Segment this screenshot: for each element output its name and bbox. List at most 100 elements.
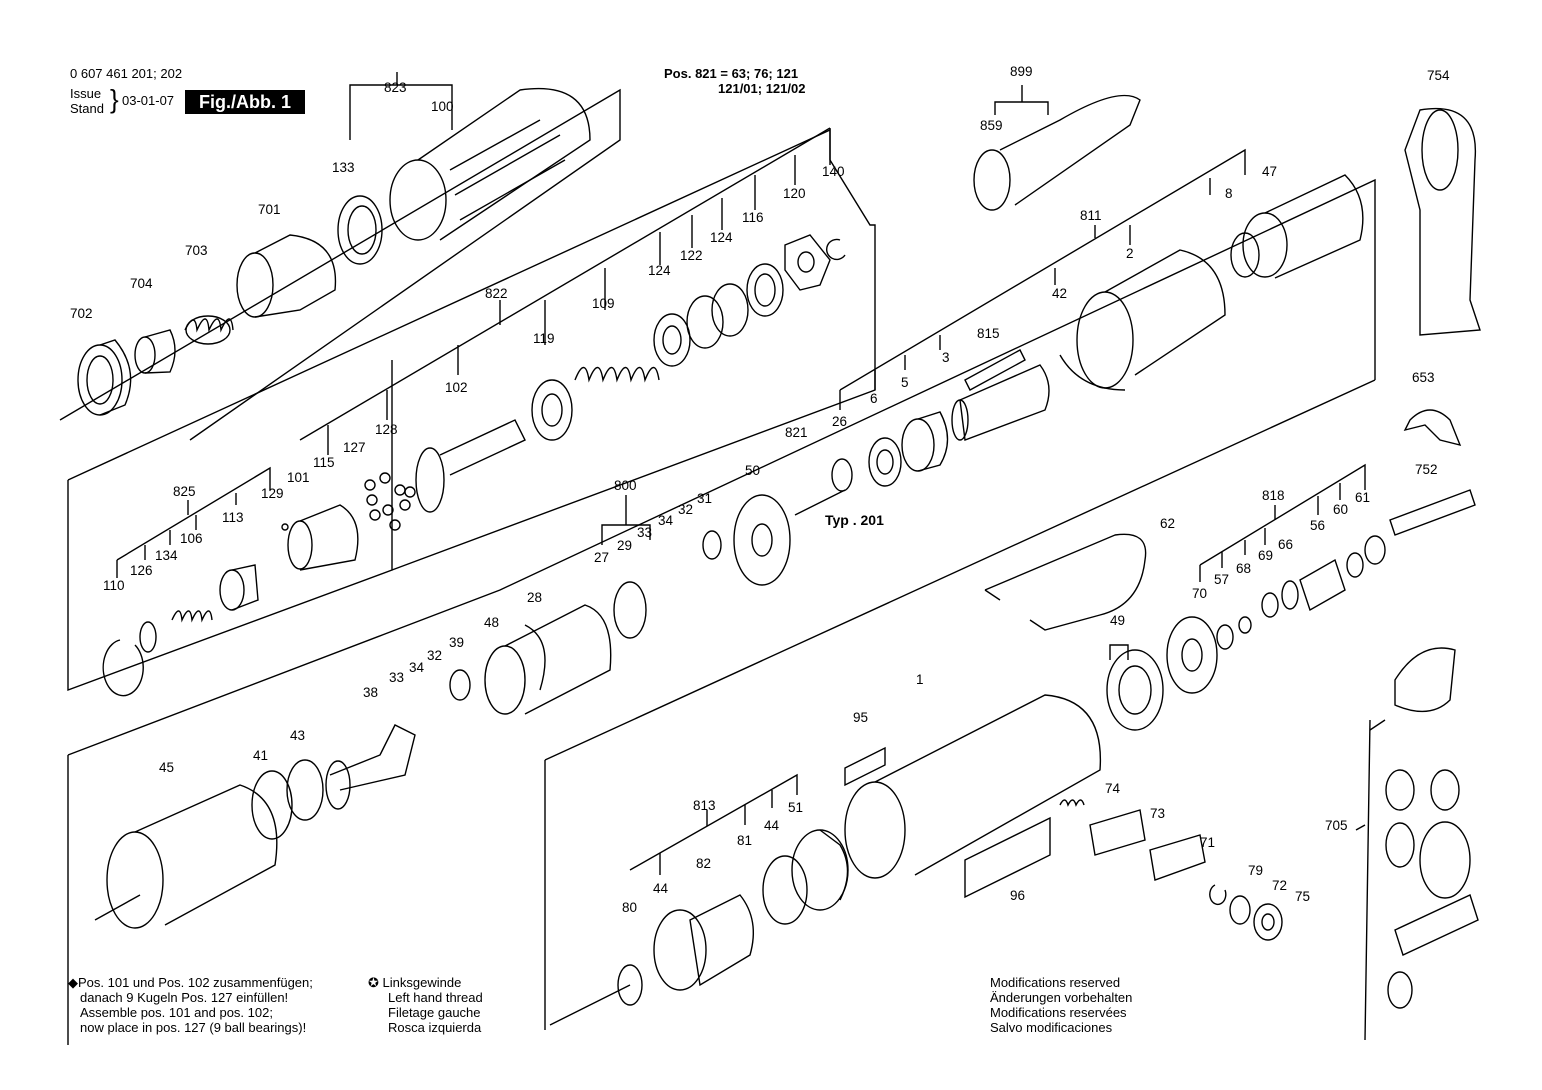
legend-star-line-1: Linksgewinde [382,975,462,990]
callout-56: 56 [1310,518,1325,533]
bracket-822 [299,127,831,441]
legend-diamond-line-4: now place in pos. 127 (9 ball bearings)! [80,1020,307,1035]
frame-top [67,128,876,571]
callout-60: 60 [1333,502,1348,517]
legend-mod-line-3: Modifications reservées [990,1005,1127,1020]
callout-3: 3 [942,350,950,365]
callout-32b: 32 [427,648,442,663]
callout-813: 813 [693,798,716,813]
callout-44: 44 [764,818,780,833]
callout-140: 140 [822,164,845,179]
callout-703: 703 [185,243,208,258]
legend-star-line-2: Left hand thread [388,990,483,1005]
callout-653: 653 [1412,370,1435,385]
callout-822: 822 [485,286,508,301]
callout-33: 33 [637,525,652,540]
callout-811: 811 [1080,208,1102,223]
legend-diamond-line-1: Pos. 101 und Pos. 102 zusammenfügen; [78,975,313,990]
bracket-811 [839,148,1246,391]
legend-modifications: Modifications reserved Änderungen vorbeh… [990,975,1132,1035]
callout-8: 8 [1225,186,1233,201]
callout-73: 73 [1150,806,1165,821]
callout-2: 2 [1126,246,1134,261]
pos-note-line1: Pos. 821 = 63; 76; 121 [664,66,799,81]
callout-5: 5 [901,375,909,390]
callout-28: 28 [527,590,542,605]
issue-date: 03-01-07 [122,93,175,108]
callout-50: 50 [745,463,760,478]
callout-815: 815 [977,326,1000,341]
callout-122: 122 [680,248,703,263]
balls-127 [364,472,416,531]
callout-124b: 124 [648,263,671,278]
callout-48: 48 [484,615,499,630]
callout-1: 1 [916,672,924,687]
callout-128: 128 [375,422,398,437]
callout-32: 32 [678,502,693,517]
callout-45: 45 [159,760,174,775]
callout-116: 116 [742,210,764,225]
callout-754: 754 [1427,68,1450,83]
frame-middle [67,178,1376,756]
callout-6: 6 [870,391,878,406]
callout-29: 29 [617,538,632,553]
callout-702: 702 [70,306,93,321]
callout-825: 825 [173,484,196,499]
bracket-49 [1109,644,1129,660]
callout-80: 80 [622,900,637,915]
callout-74: 74 [1105,781,1121,796]
bracket-825 [116,466,271,561]
callout-71: 71 [1200,835,1215,850]
part-number: 0 607 461 201; 202 [70,66,183,81]
callout-75: 75 [1295,889,1310,904]
brace: } [110,84,119,114]
figure-label: Fig./Abb. 1 [185,90,305,114]
callout-47: 47 [1262,164,1277,179]
callout-34: 34 [658,513,674,528]
callout-62: 62 [1160,516,1175,531]
frame-upper-nozzle [59,88,621,441]
callout-68: 68 [1236,561,1251,576]
callout-106: 106 [180,531,203,546]
callout-818: 818 [1262,488,1285,503]
callout-701: 701 [258,202,281,217]
callout-51: 51 [788,800,803,815]
callout-34b: 34 [409,660,425,675]
bracket-813 [629,773,798,871]
bracket-899 [994,101,1049,115]
stand-label: Stand [70,101,104,116]
callout-82: 82 [696,856,711,871]
bracket-818 [1199,463,1366,566]
callout-704: 704 [130,276,153,291]
callout-31: 31 [697,491,712,506]
callout-124: 124 [710,230,733,245]
diamond-icon: ◆ [68,975,78,990]
callout-859: 859 [980,118,1003,133]
callout-49: 49 [1110,613,1125,628]
callout-101: 101 [287,470,310,485]
callout-126: 126 [130,563,153,578]
callout-44b: 44 [653,881,669,896]
callout-119: 119 [533,331,555,346]
legend-diamond-line-3: Assemble pos. 101 and pos. 102; [80,1005,273,1020]
frame-lower-left [67,360,393,692]
typ-label: Typ . 201 [825,512,884,528]
callout-115: 115 [313,455,335,470]
legend-star-line-4: Rosca izquierda [388,1020,482,1035]
callout-96: 96 [1010,888,1025,903]
callout-57: 57 [1214,572,1229,587]
callout-129: 129 [261,486,284,501]
callout-127: 127 [343,440,366,455]
callout-705: 705 [1325,818,1348,833]
legend-mod-line-4: Salvo modificaciones [990,1020,1113,1035]
callout-102: 102 [445,380,468,395]
callout-38: 38 [363,685,378,700]
legend-star-line-3: Filetage gauche [388,1005,481,1020]
callout-72: 72 [1272,878,1287,893]
callout-66: 66 [1278,537,1293,552]
callout-133: 133 [332,160,355,175]
callout-800: 800 [614,478,637,493]
legend-diamond: ◆Pos. 101 und Pos. 102 zusammenfügen; da… [68,975,313,1035]
